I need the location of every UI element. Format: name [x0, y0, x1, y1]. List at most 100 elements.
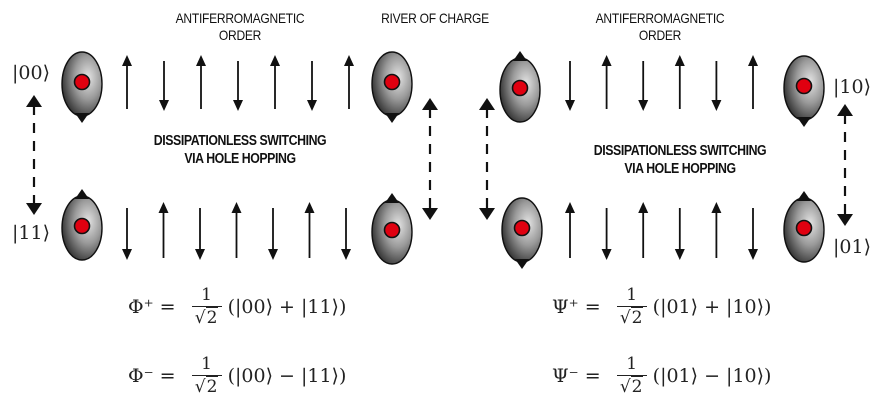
switching-label-left: DISSIPATIONLESS SWITCHING VIA HOLE HOPPI…: [138, 132, 342, 168]
qubit-rbr: [783, 191, 825, 263]
header-line: ANTIFERROMAGNETIC: [595, 10, 725, 26]
fraction-numerator: 1: [201, 285, 212, 305]
spin-chain-top-right: [565, 55, 758, 111]
dashed-double-arrow: [26, 95, 42, 215]
qubit-spin-tip: [75, 189, 89, 199]
header-line: ANTIFERROMAGNETIC: [175, 10, 305, 26]
spin-arrow-down: [674, 208, 685, 260]
spin-arrow-down: [341, 208, 351, 260]
spin-arrow-up: [638, 202, 649, 258]
spin-chain-bottom-right: [565, 202, 758, 260]
fraction-denominator: √2: [619, 376, 644, 397]
equation-psi-plus: Ψ⁺ = 1 √2 (|01⟩ + |10⟩): [552, 286, 771, 328]
qubit-spin-tip: [75, 113, 89, 123]
fraction-numerator: 1: [626, 285, 638, 305]
spin-chain-bottom-left: [122, 202, 351, 260]
equation-psi-minus: Ψ⁻ = 1 √2 (|01⟩ − |10⟩): [552, 355, 771, 397]
switching-line: DISSIPATIONLESS SWITCHING: [153, 133, 327, 149]
spin-arrow-down: [748, 208, 758, 260]
dashed-double-arrow: [837, 104, 853, 226]
fraction-numerator: 1: [201, 354, 212, 374]
header-river-of-charge: RIVER OF CHARGE: [375, 10, 495, 27]
dashed-double-arrow: [422, 98, 438, 220]
spin-arrow-up: [270, 55, 280, 109]
switching-line: DISSIPATIONLESS SWITCHING: [593, 143, 767, 159]
spin-arrow-up: [674, 55, 685, 109]
qubit-rtr: [783, 55, 825, 127]
spin-arrow-down: [638, 61, 649, 111]
header-line: ORDER: [218, 27, 262, 43]
qubit-spin-tip: [515, 259, 529, 269]
radicand: 2: [205, 376, 219, 397]
fraction-bar: [191, 375, 222, 376]
qubit-spin-tip: [385, 193, 399, 203]
spin-arrow-down: [711, 61, 722, 111]
qubit-spin-tip: [385, 113, 399, 123]
fraction-denominator: √2: [194, 376, 219, 397]
ket-00: |00⟩: [12, 62, 50, 84]
fraction: 1 √2: [191, 354, 222, 397]
equation-rhs: (|00⟩ + |11⟩): [227, 296, 347, 318]
fraction-bar: [191, 306, 222, 307]
spin-arrow-up: [122, 55, 132, 109]
qubit-tl: [61, 51, 103, 123]
qubit-tr: [371, 51, 413, 123]
dashed-double-arrow: [479, 98, 495, 220]
spin-arrow-up: [601, 55, 612, 109]
switching-line: VIA HOLE HOPPING: [184, 151, 296, 167]
qubit-dot: [795, 77, 813, 95]
equation-lhs: Φ⁻ =: [128, 365, 176, 387]
equation-rhs: (|01⟩ − |10⟩): [652, 365, 772, 387]
equation-rhs: (|00⟩ − |11⟩): [227, 365, 347, 387]
spin-arrow-down: [601, 208, 612, 260]
spin-arrow-up: [565, 202, 575, 258]
fraction-bar: [616, 375, 647, 376]
equation-lhs: Ψ⁺ =: [552, 296, 601, 318]
qubit-dot: [383, 221, 401, 239]
ket-10: |10⟩: [833, 76, 871, 98]
qubit-bl: [61, 189, 103, 261]
ket-11: |11⟩: [12, 222, 50, 244]
spin-arrow-down: [307, 61, 317, 111]
spin-arrow-down: [122, 208, 132, 260]
fraction-numerator: 1: [626, 354, 638, 374]
spin-arrow-up: [304, 202, 315, 258]
qubit-rtl: [499, 51, 541, 123]
header-line: RIVER OF CHARGE: [381, 10, 489, 26]
spin-arrow-up: [196, 55, 206, 109]
switching-line: VIA HOLE HOPPING: [624, 161, 736, 177]
qubit-spin-tip: [797, 117, 811, 127]
qubit-dot: [73, 217, 91, 235]
qubit-br: [371, 193, 413, 265]
qubit-dot: [513, 219, 531, 237]
fraction: 1 √2: [616, 285, 647, 328]
qubit-spin-tip: [513, 51, 527, 61]
fraction-denominator: √2: [194, 307, 219, 328]
spin-arrow-down: [268, 208, 278, 260]
equation-lhs: Ψ⁻ =: [552, 365, 601, 387]
spin-arrow-up: [231, 202, 242, 258]
header-antiferromagnetic-right: ANTIFERROMAGNETIC ORDER: [587, 10, 733, 44]
radicand: 2: [630, 307, 644, 328]
qubit-dot: [73, 73, 91, 91]
qubit-dot: [795, 219, 813, 237]
equation-phi-plus: Φ⁺ = 1 √2 (|00⟩ + |11⟩): [128, 286, 346, 328]
spin-chain-top-left: [122, 55, 354, 111]
fraction-bar: [616, 306, 647, 307]
spin-chains: [122, 55, 758, 260]
spin-arrow-down: [159, 61, 169, 111]
header-line: ORDER: [638, 27, 682, 43]
qubit-dot: [511, 79, 529, 97]
spin-arrow-up: [158, 202, 169, 258]
equation-phi-minus: Φ⁻ = 1 √2 (|00⟩ − |11⟩): [128, 355, 346, 397]
equation-rhs: (|01⟩ + |10⟩): [652, 296, 772, 318]
fraction: 1 √2: [616, 354, 647, 397]
spin-arrow-up: [344, 55, 354, 109]
spin-arrow-down: [195, 208, 205, 260]
radicand: 2: [630, 376, 644, 397]
qubit-rbl: [501, 197, 543, 269]
spin-arrow-up: [711, 202, 722, 258]
qubit-ellipses: [61, 51, 825, 269]
